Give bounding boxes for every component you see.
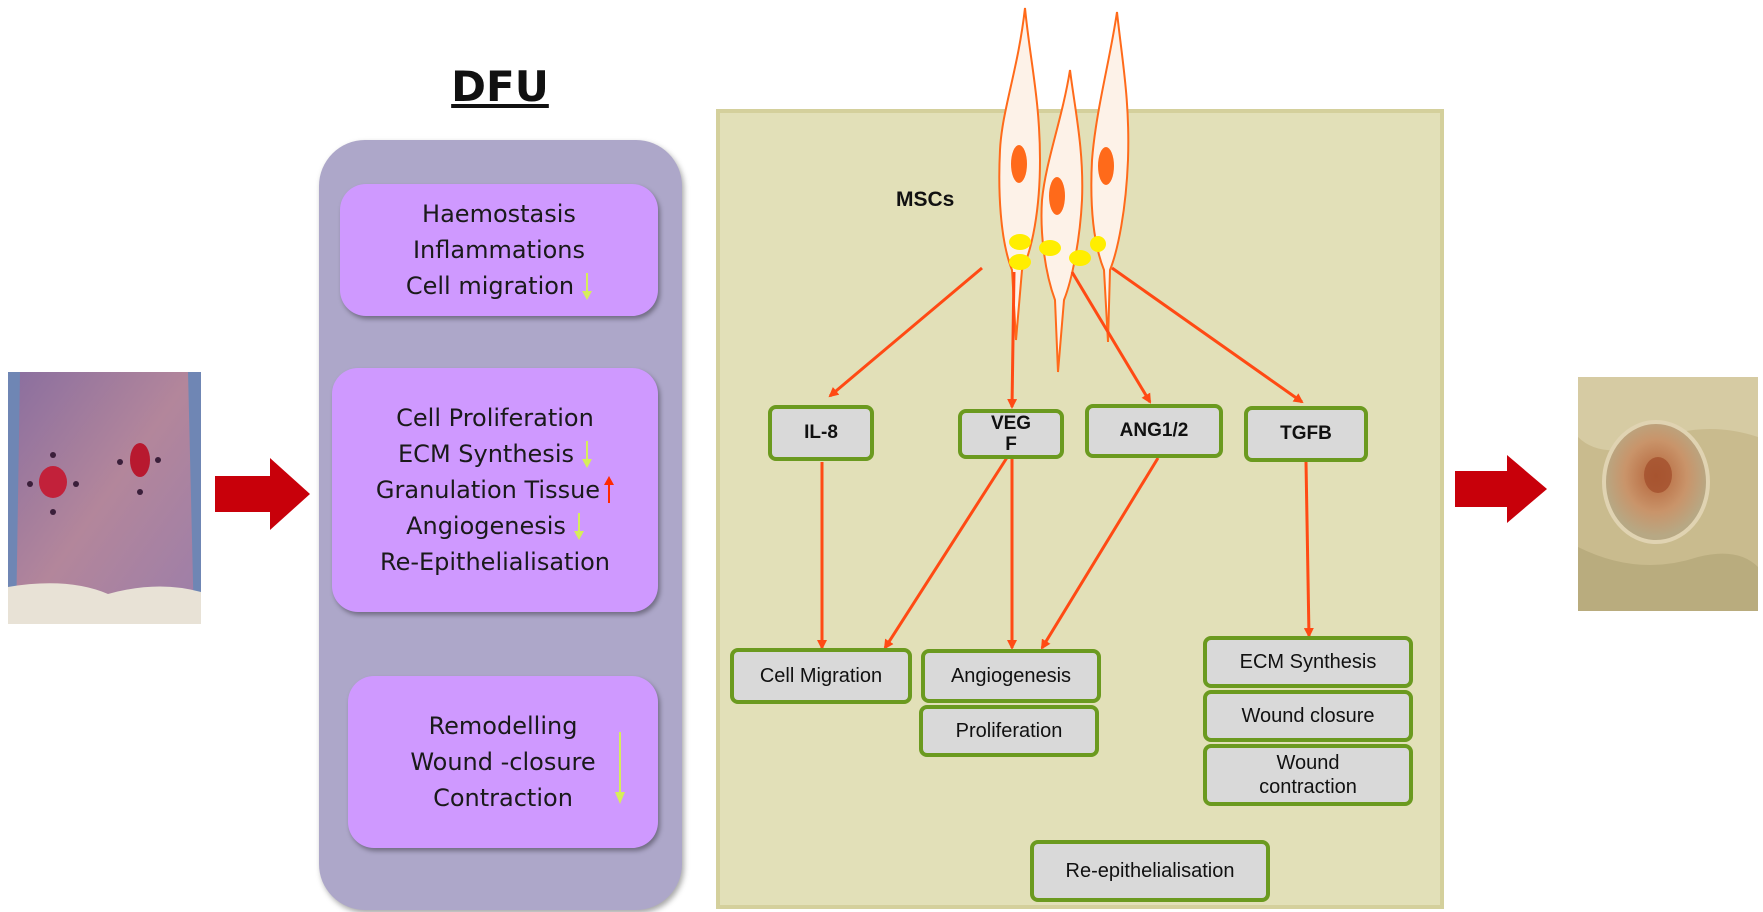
- healed-wound-photo-icon: [1578, 377, 1758, 611]
- effect-cell-migration-label: Cell Migration: [759, 665, 883, 687]
- stage-line-remodelling: Remodelling: [428, 712, 578, 740]
- stage-proliferation-box: Cell Proliferation ECM Synthesis Granula…: [332, 368, 658, 612]
- effect-wound-contraction-box: Wound contraction: [1203, 744, 1413, 806]
- factor-tgfb-box: TGFB: [1244, 406, 1368, 462]
- factor-ang-box: ANG1/2: [1085, 404, 1223, 458]
- effect-angiogenesis-box: Angiogenesis: [921, 649, 1101, 703]
- effect-proliferation-box: Proliferation: [919, 705, 1099, 757]
- increase-arrow-icon: [604, 476, 615, 503]
- stage-line-cell-proliferation: Cell Proliferation: [396, 404, 594, 432]
- stage-remodelling-box: Remodelling Wound -closure Contraction: [348, 676, 658, 848]
- factor-il8-box: IL-8: [768, 405, 874, 461]
- mscs-label: MSCs: [896, 188, 955, 211]
- decrease-arrow-icon: [615, 732, 625, 804]
- stage-line-inflammations: Inflammations: [412, 236, 586, 264]
- stage-line-contraction: Contraction: [433, 784, 573, 812]
- effect-ecm-synthesis-label: ECM Synthesis: [1239, 651, 1377, 673]
- effect-re-epithelialisation-box: Re-epithelialisation: [1030, 840, 1270, 902]
- dfu-title: DFU: [451, 62, 549, 111]
- stage-line-ecm-synthesis: ECM Synthesis: [398, 436, 592, 472]
- big-red-arrow-right-icon: [215, 458, 310, 530]
- effect-wound-closure-box: Wound closure: [1203, 690, 1413, 742]
- big-red-arrow-right-icon: [1455, 455, 1547, 523]
- stage-line-granulation-tissue: Granulation Tissue: [376, 472, 615, 508]
- effect-wound-contraction-label: Wound contraction: [1259, 752, 1357, 798]
- stage-line-angiogenesis: Angiogenesis: [406, 508, 584, 544]
- factor-vegf-box: VEG F: [958, 409, 1064, 459]
- stage-line-re-epithelialisation: Re-Epithelialisation: [379, 548, 611, 576]
- decrease-arrow-icon: [581, 441, 592, 468]
- stage-line-cell-migration: Cell migration: [406, 268, 593, 304]
- decrease-arrow-icon: [573, 513, 584, 540]
- effect-ecm-synthesis-box: ECM Synthesis: [1203, 636, 1413, 688]
- effect-wound-closure-label: Wound closure: [1241, 705, 1375, 727]
- stage-line-wound-closure: Wound -closure: [410, 748, 596, 776]
- factor-il8-label: IL-8: [804, 422, 838, 443]
- stage-inflammation-box: Haemostasis Inflammations Cell migration: [340, 184, 658, 316]
- decrease-arrow-icon: [582, 273, 593, 300]
- effect-re-epithelialisation-label: Re-epithelialisation: [1065, 860, 1235, 882]
- factor-vegf-label: VEG F: [990, 413, 1032, 455]
- effect-cell-migration-box: Cell Migration: [730, 648, 912, 704]
- stage-line-haemostasis: Haemostasis: [422, 200, 576, 228]
- factor-tgfb-label: TGFB: [1280, 423, 1332, 444]
- msc-cells-icon: [998, 7, 1130, 373]
- wound-photo-icon: [8, 372, 201, 624]
- effect-angiogenesis-label: Angiogenesis: [950, 665, 1072, 687]
- factor-ang-label: ANG1/2: [1119, 420, 1189, 441]
- effect-proliferation-label: Proliferation: [955, 720, 1063, 742]
